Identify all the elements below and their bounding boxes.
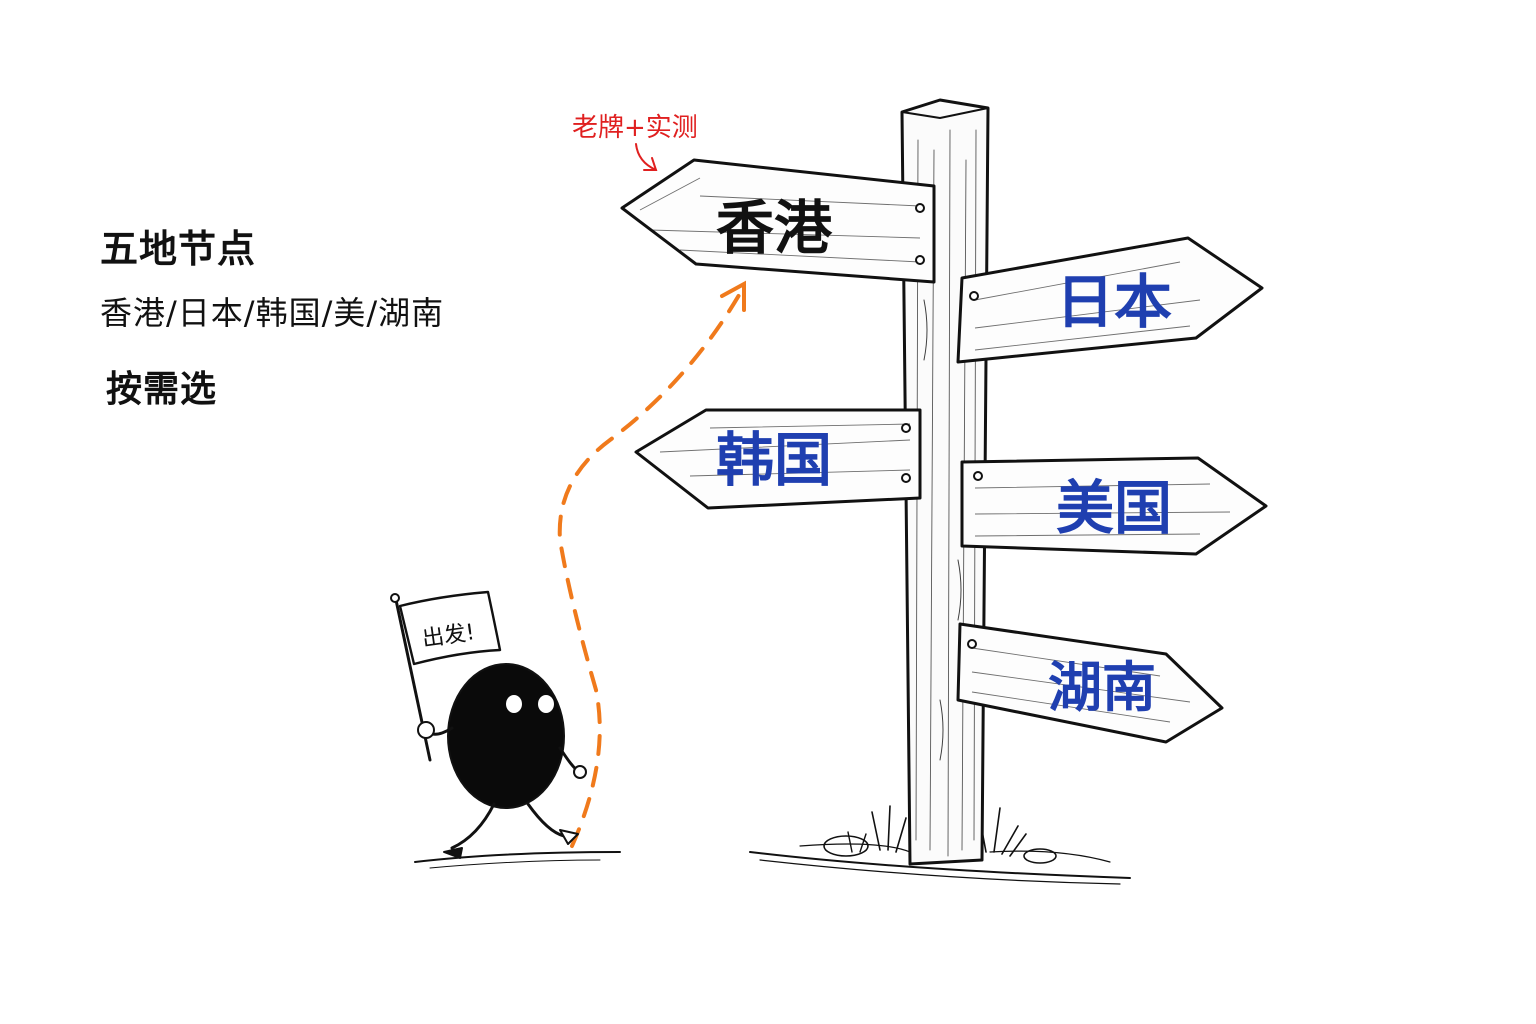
dashed-path-arrow-icon xyxy=(557,280,746,848)
sign-label-hong-kong: 香港 xyxy=(716,194,833,262)
sign-label-usa: 美国 xyxy=(1056,474,1172,542)
annotation-arrow-icon xyxy=(635,143,658,171)
sign-hong-kong: 香港 xyxy=(620,158,936,284)
sign-label-hunan: 湖南 xyxy=(1048,656,1156,719)
sign-korea: 韩国 xyxy=(634,408,922,510)
choose-as-needed-note: 按需选 xyxy=(106,369,218,410)
sign-hunan: 湖南 xyxy=(956,622,1224,744)
sign-label-korea: 韩国 xyxy=(716,426,832,494)
flag-icon: 出发! xyxy=(390,590,502,762)
sign-label-japan: 日本 xyxy=(1056,268,1172,336)
heading-five-nodes: 五地节点 xyxy=(100,227,257,271)
sign-usa: 美国 xyxy=(960,456,1268,556)
sign-japan: 日本 xyxy=(956,236,1264,364)
walking-character-icon: 出发! xyxy=(390,590,587,859)
annotation-veteran-tested: 老牌+实测 xyxy=(572,113,698,143)
regions-list: 香港/日本/韩国/美/湖南 xyxy=(100,294,445,332)
ground xyxy=(414,805,1131,885)
